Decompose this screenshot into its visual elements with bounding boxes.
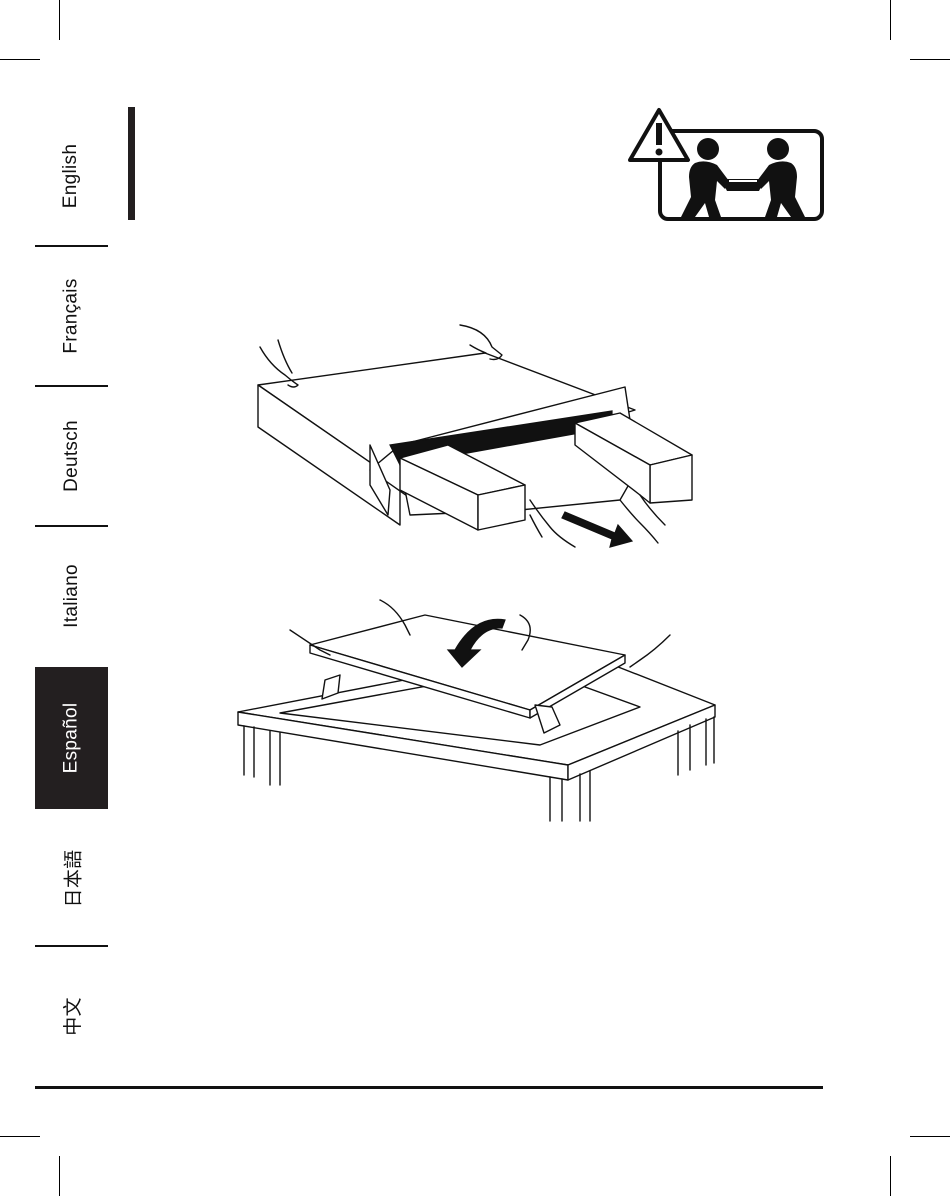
footer-rule [35,1086,823,1089]
tab-chinese[interactable]: 中文 [35,947,108,1085]
tab-label: English [60,144,82,208]
tab-label: Español [60,703,82,774]
crop-mark [0,1136,40,1137]
crop-mark [890,1156,891,1196]
crop-mark [0,59,40,60]
crop-mark [59,0,60,40]
tab-label: 日本語 [58,849,85,907]
tab-italiano[interactable]: Italiano [35,527,108,665]
tab-espanol[interactable]: Español [35,667,108,809]
two-person-lift-warning-icon [625,105,827,223]
tab-label: Italiano [60,564,82,628]
tab-english[interactable]: English [35,107,108,245]
remove-tabletop-from-box-illustration [240,315,710,570]
tab-label: Deutsch [61,420,83,492]
tab-label: Français [61,278,83,353]
section-marker-bar [128,107,135,220]
tab-japanese[interactable]: 日本語 [35,811,108,945]
crop-mark [59,1156,60,1196]
tab-label: 中文 [58,997,85,1036]
place-tabletop-on-frame-illustration [230,595,725,825]
tab-francais[interactable]: Français [35,247,108,385]
crop-mark [890,0,891,40]
tab-deutsch[interactable]: Deutsch [35,387,108,525]
crop-mark [910,59,950,60]
crop-mark [910,1136,950,1137]
